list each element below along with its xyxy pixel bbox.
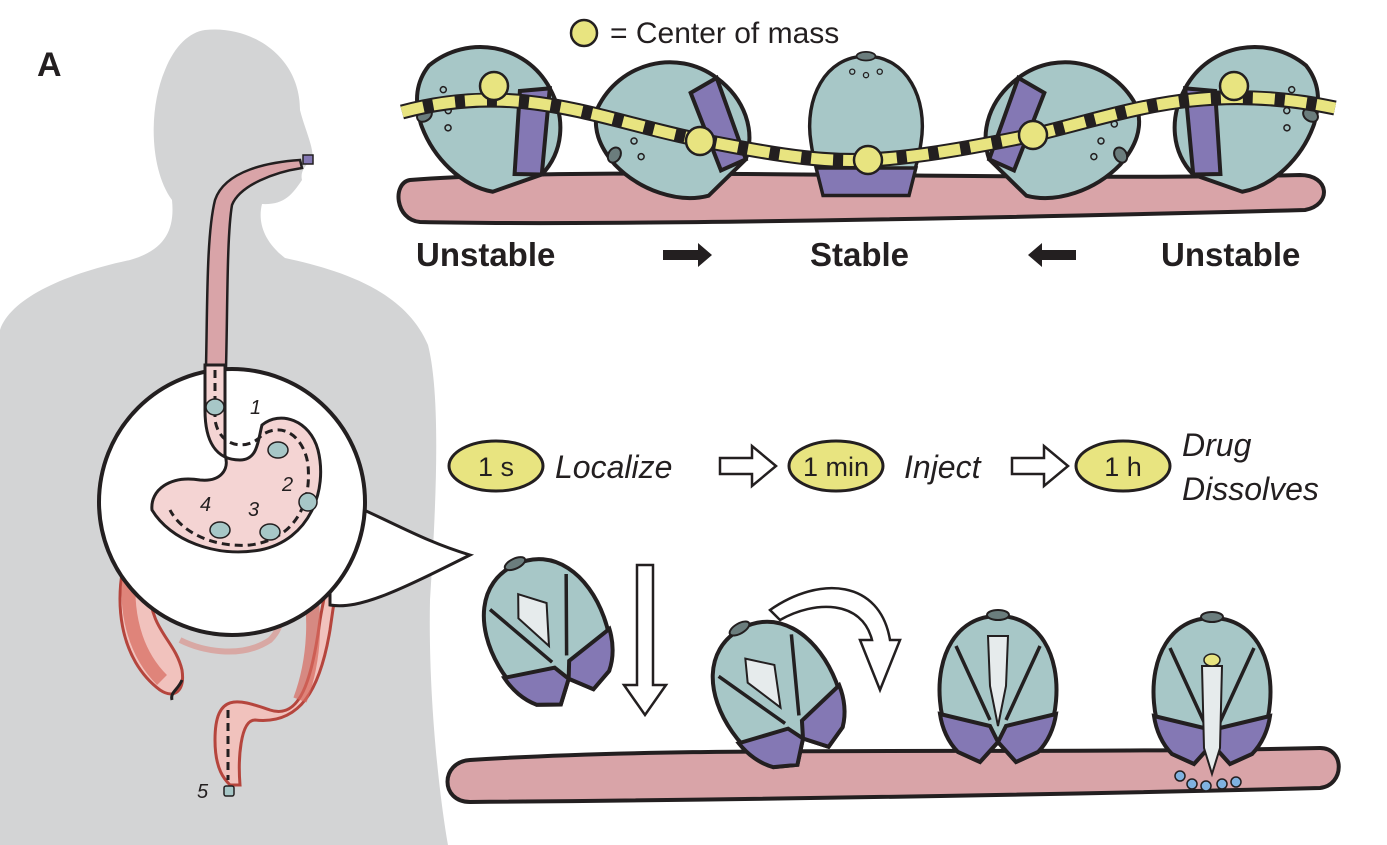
time-badge-1min: 1 min: [787, 439, 885, 493]
capsule-righting: [684, 592, 866, 788]
time-badge-1s: 1 s: [447, 439, 545, 493]
needle-icon: [517, 592, 551, 649]
capsule-site-1: [205, 398, 225, 416]
step-dissolves: Dissolves: [1182, 471, 1319, 507]
panel-label: A: [37, 46, 62, 84]
step-inject: Inject: [904, 449, 982, 485]
site-number-4: 4: [200, 494, 211, 516]
timeline: 1 s Localize 1 min Inject 1 h Drug Disso…: [447, 427, 1319, 507]
label-stable: Stable: [810, 236, 909, 273]
legend-text: = Center of mass: [610, 17, 839, 50]
yellow-circle-icon: [569, 18, 599, 48]
time-badge-1h: 1 h: [1074, 439, 1172, 493]
label-unstable-right: Unstable: [1161, 236, 1300, 273]
arrow-left-icon: [1028, 243, 1076, 267]
arrow-right-icon: [663, 243, 712, 267]
drug-particles: [1174, 770, 1242, 792]
site-number-1: 1: [250, 397, 261, 419]
site-number-5: 5: [197, 781, 209, 803]
time-1h-text: 1 h: [1104, 452, 1142, 482]
hollow-arrow-icon: [718, 444, 778, 488]
hollow-arrow-icon: [1010, 444, 1070, 488]
time-1min-text: 1 min: [803, 452, 869, 482]
capsule-falling: [457, 532, 633, 724]
step-drug: Drug: [1182, 427, 1252, 463]
site-number-3: 3: [248, 499, 259, 521]
capsule-upright-injecting: [937, 608, 1059, 764]
bottom-tissue: [445, 745, 1341, 805]
label-unstable-left: Unstable: [416, 236, 555, 273]
center-of-mass-markers: [478, 70, 1250, 176]
excreted-capsule-icon: [223, 785, 235, 797]
site-number-2: 2: [281, 474, 293, 496]
spring-cap-icon: [1203, 653, 1221, 667]
swallowed-capsule-icon: [302, 154, 314, 165]
needle-icon: [744, 657, 782, 710]
needle-icon: [1200, 665, 1224, 778]
needle-icon: [986, 635, 1010, 727]
capsule-site-4: [209, 521, 231, 539]
capsule-site-2b: [298, 492, 318, 512]
capsule-site-2a: [267, 441, 289, 459]
legend: = Center of mass: [569, 17, 839, 50]
capsule-drug-dissolving: [1151, 610, 1273, 792]
capsule-site-3: [259, 523, 281, 541]
rotation-arrow-icon: [768, 586, 902, 694]
falling-arrow-icon: [621, 563, 669, 718]
time-1s-text: 1 s: [478, 452, 514, 482]
step-localize: Localize: [555, 449, 672, 485]
stomach-magnifier: 1 2 3 4 5: [97, 363, 475, 803]
